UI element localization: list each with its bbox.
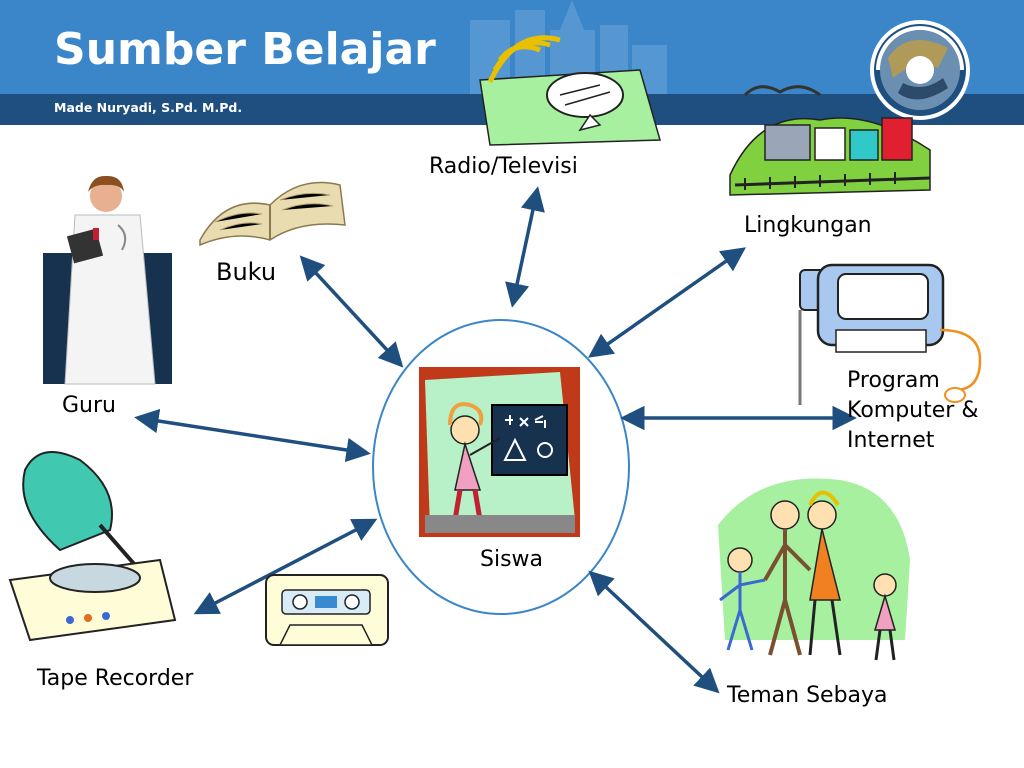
arrow-lingkungan: [587, 247, 747, 358]
label-guru: Guru: [62, 393, 116, 418]
arrow-guru: [134, 408, 371, 463]
arrow-buku: [299, 255, 404, 368]
label-program-line3: Internet: [847, 428, 935, 453]
label-program-line1: Program: [847, 368, 940, 393]
arrow-tape: [193, 518, 378, 615]
arrow-teman: [588, 570, 720, 694]
label-buku: Buku: [216, 258, 277, 286]
gramophone-icon: [8, 451, 177, 642]
book-icon: [199, 181, 346, 247]
satellite-dish-icon: [479, 35, 661, 146]
children-icon: [718, 478, 910, 661]
arrow-radio: [505, 186, 545, 308]
label-siswa: Siswa: [480, 547, 544, 572]
teacher-icon: [43, 175, 172, 385]
slide-author: Made Nuryadi, S.Pd. M.Pd.: [54, 100, 243, 115]
cassette-icon: [265, 574, 389, 646]
label-lingkungan: Lingkungan: [744, 213, 872, 238]
globe-logo-icon: [870, 20, 970, 120]
center-ellipse: [372, 319, 630, 615]
slide-title: Sumber Belajar: [54, 24, 436, 75]
computer-icon: [798, 263, 982, 405]
label-program-line2: Komputer &: [847, 398, 979, 423]
student-at-board-icon: [419, 367, 580, 537]
label-teman-sebaya: Teman Sebaya: [727, 683, 888, 708]
label-tape-recorder: Tape Recorder: [37, 666, 194, 691]
train-icon: [729, 85, 931, 196]
label-radio-tv: Radio/Televisi: [429, 154, 578, 179]
